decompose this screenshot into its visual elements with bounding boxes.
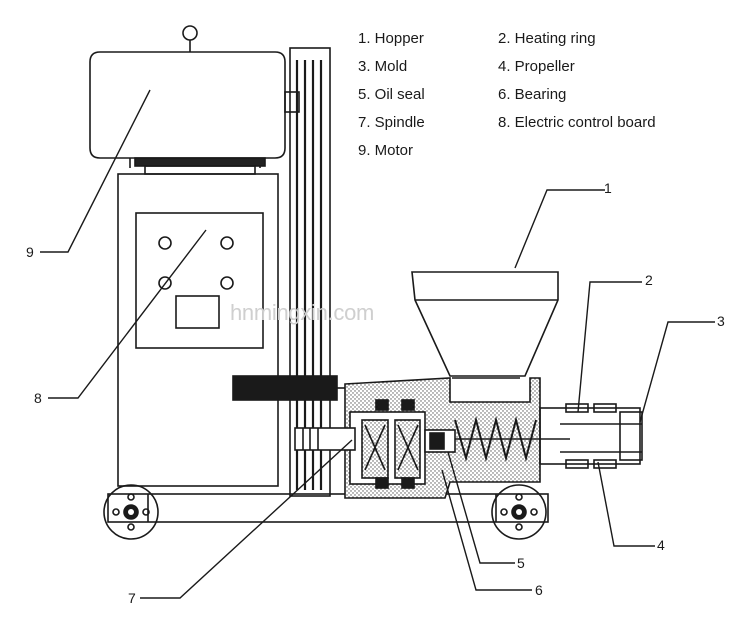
legend-item-mold: 3. Mold (358, 58, 408, 75)
callout-4: 4 (657, 537, 665, 553)
right-wheel (491, 484, 547, 540)
drive-belt (232, 375, 338, 401)
callout-3: 3 (717, 313, 725, 329)
legend-item-electric-control-board: 8. Electric control board (498, 114, 656, 131)
hopper (411, 271, 559, 379)
callout-1: 1 (604, 180, 612, 196)
belt-guard (289, 47, 331, 497)
spindle (294, 427, 456, 453)
callout-8: 8 (34, 390, 42, 406)
callout-5: 5 (517, 555, 525, 571)
electric-control-board (117, 173, 279, 487)
callout-6: 6 (535, 582, 543, 598)
legend-item-propeller: 4. Propeller (498, 58, 575, 75)
base-frame (107, 493, 549, 523)
legend-item-heating-ring: 2. Heating ring (498, 30, 596, 47)
legend-item-hopper: 1. Hopper (358, 30, 424, 47)
legend-item-oil-seal: 5. Oil seal (358, 86, 425, 103)
watermark: hnmingxin.com (230, 300, 375, 325)
left-wheel (103, 484, 159, 540)
legend-item-spindle: 7. Spindle (358, 114, 425, 131)
callout-9: 9 (26, 244, 34, 260)
propeller (454, 416, 570, 462)
motor (89, 25, 300, 175)
callout-7: 7 (128, 590, 136, 606)
heating-ring (539, 403, 641, 469)
callout-2: 2 (645, 272, 653, 288)
leader-lines (40, 89, 715, 599)
legend-item-bearing: 6. Bearing (498, 86, 567, 103)
legend-item-motor: 9. Motor (358, 142, 414, 159)
mold (560, 411, 643, 461)
